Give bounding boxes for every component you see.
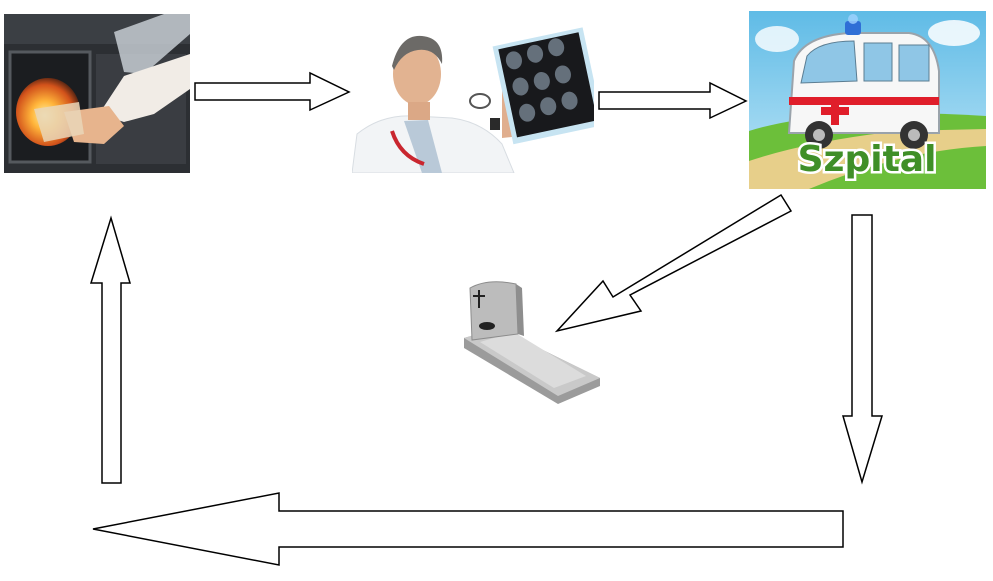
stove-burning-trash-image [4, 14, 190, 173]
ambulance-label: Szpital [798, 139, 937, 180]
arrow-bottom-return [92, 492, 844, 566]
gravestone-image [458, 278, 600, 406]
arrow-hospital-to-gravestone [554, 193, 793, 333]
arrow-stove-to-doctor [194, 71, 351, 112]
arrow-hospital-down [842, 214, 884, 485]
doctor-xray-image [352, 26, 594, 173]
ambulance-hospital-image: Szpital [749, 11, 986, 189]
arrow-doctor-to-hospital [598, 81, 748, 120]
arrow-left-up [89, 215, 132, 484]
